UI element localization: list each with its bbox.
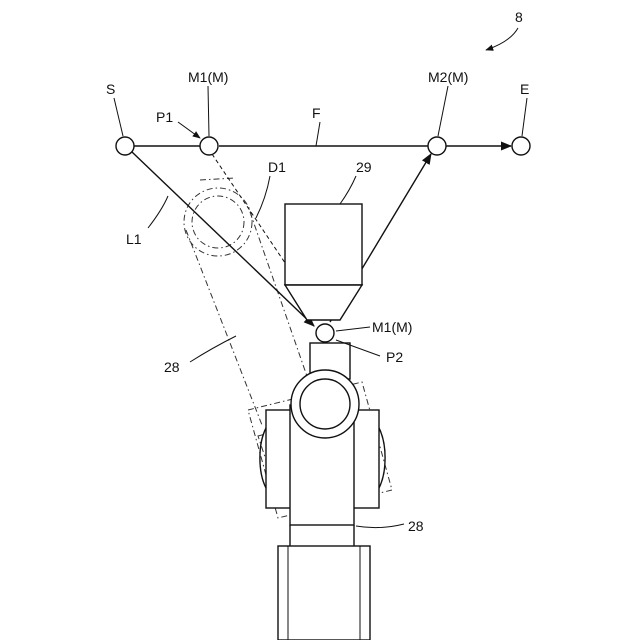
end-point-e [512,137,530,155]
leader-28-upper [190,336,236,362]
robot-current-pose [260,343,385,640]
ghost-joint-inner [192,196,244,248]
start-point-s [116,137,134,155]
ghost-joint-outer [184,188,252,256]
obstacle-29 [285,204,362,320]
waypoint1-label: M1(M) [188,69,228,85]
waypoint1-shifted-label: M1(M) [372,319,412,335]
leader-p1 [178,122,200,138]
obstacle-body [285,204,362,285]
p1-label: P1 [156,109,173,125]
figure-ref-label: 8 [515,9,523,25]
end-label: E [520,81,529,97]
robot-upper-label: 28 [164,359,180,375]
ghost-tool [200,178,236,180]
leader-28-lower [356,524,404,528]
leader-29 [340,176,356,204]
waypoint2-label: M2(M) [428,69,468,85]
waypoint-m2 [428,137,446,155]
obstacle-nozzle [285,285,362,320]
l1-label: L1 [126,231,142,247]
leader-d1 [256,176,270,218]
robot-pedestal [278,546,370,640]
ghost-arm-left-edge [186,230,262,425]
leader-m2 [438,86,448,136]
waypoint-m1-shifted [316,324,334,342]
d1-label: D1 [268,159,286,175]
waypoint-m1 [200,137,218,155]
start-label: S [106,81,115,97]
robot-lower-label: 28 [408,518,424,534]
p2-label: P2 [386,349,403,365]
leader-f [316,122,320,146]
leader-figure-ref [486,28,518,50]
robot-base-right-lobe [379,428,385,488]
leader-e [522,98,527,136]
leader-m1 [208,86,209,136]
obstacle-label: 29 [356,159,372,175]
leader-s [114,98,123,136]
leader-l1 [148,196,168,228]
path-f-label: F [312,105,321,121]
leader-m1-shifted [336,327,370,331]
robot-elbow-joint-inner [300,379,350,429]
